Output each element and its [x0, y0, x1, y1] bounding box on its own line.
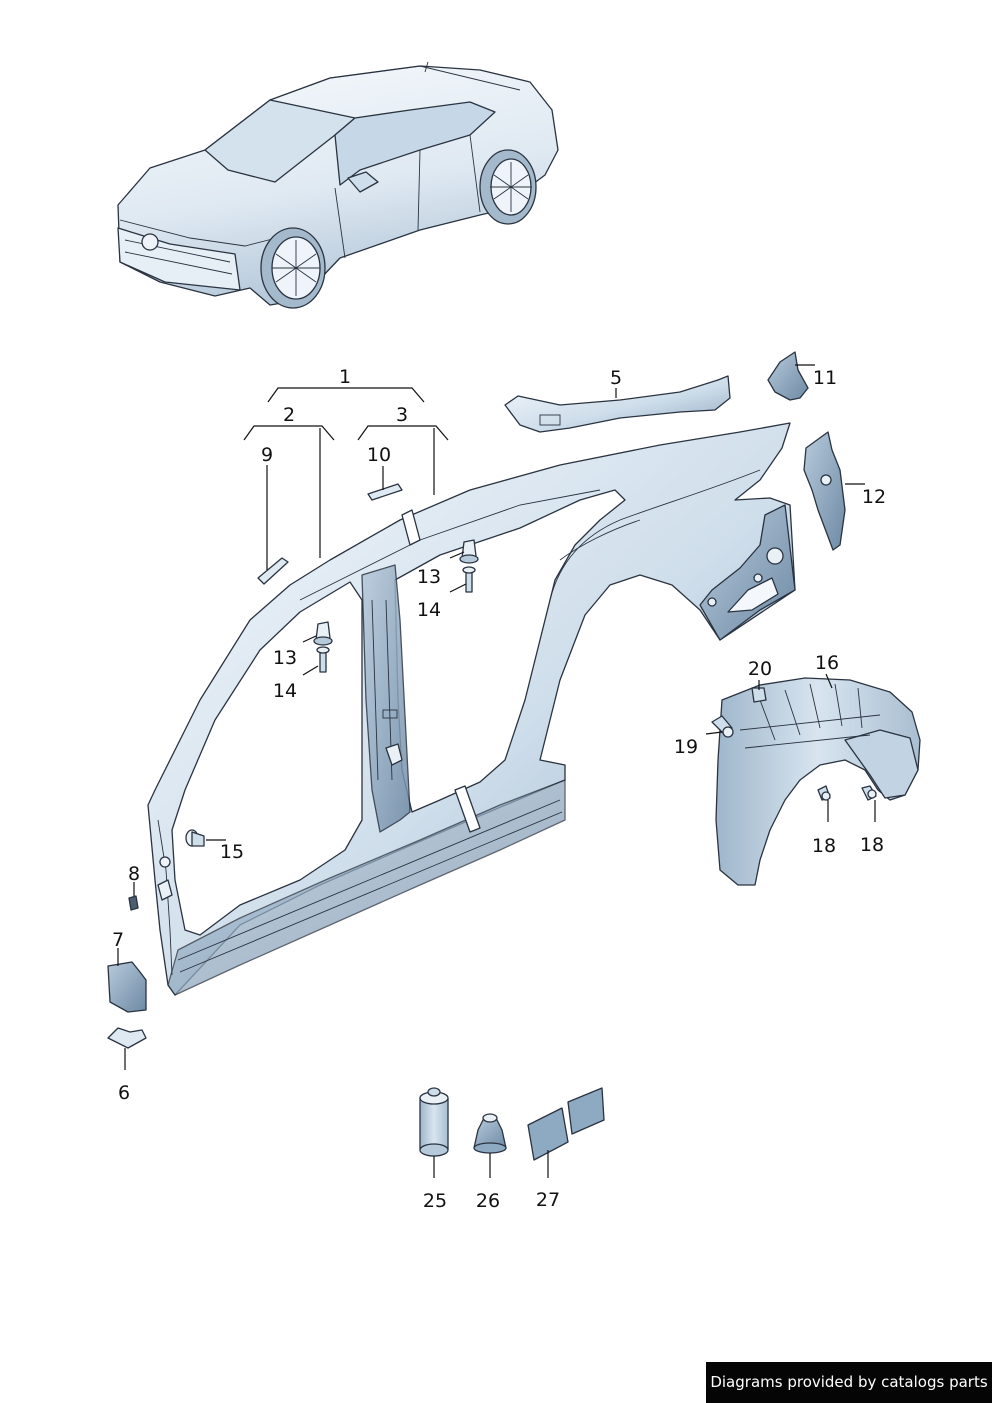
screws-18-19-20	[711, 687, 877, 801]
callout-2: 2	[283, 404, 295, 426]
part-10-trim	[367, 483, 403, 501]
callout-11: 11	[813, 367, 837, 389]
part-5-reinforcement	[504, 375, 731, 433]
callout-9: 9	[261, 444, 273, 466]
part-16-wheelhouse-liner	[715, 677, 921, 886]
callout-20: 20	[748, 658, 772, 680]
callout-19: 19	[674, 736, 698, 758]
part-12-bracket	[803, 431, 846, 551]
callout-1: 1	[339, 366, 351, 388]
callout-12: 12	[862, 486, 886, 508]
callout-labels: 1 2 3 9 10 5 11 12 13 14 13 14 15 8 7 6 …	[112, 366, 886, 1212]
callout-5: 5	[610, 367, 622, 389]
callout-13-a: 13	[273, 647, 297, 669]
callout-3: 3	[396, 404, 408, 426]
callout-26: 26	[476, 1190, 500, 1212]
callout-27: 27	[536, 1189, 560, 1211]
part-15-plug	[185, 829, 205, 847]
callout-14-b: 14	[417, 599, 441, 621]
part-11-bracket	[767, 351, 809, 401]
callout-7: 7	[112, 929, 124, 951]
part-27-pads	[527, 1087, 605, 1161]
callout-10: 10	[367, 444, 391, 466]
callout-16: 16	[815, 652, 839, 674]
part-8-clip	[128, 895, 139, 911]
fasteners-13-14-b	[459, 539, 479, 593]
fasteners-13-14-a	[313, 621, 333, 673]
leader-lines	[117, 364, 876, 1178]
part-7-bracket	[107, 961, 147, 1013]
part-6-clip	[107, 1027, 147, 1049]
part-25-foam	[419, 1087, 449, 1157]
car-overview-illustration	[117, 61, 559, 309]
callout-8: 8	[128, 863, 140, 885]
callout-18-b: 18	[860, 834, 884, 856]
callout-18-a: 18	[812, 835, 836, 857]
callout-25: 25	[423, 1190, 447, 1212]
part-9-trim	[257, 557, 289, 585]
callout-6: 6	[118, 1082, 130, 1104]
side-panel-outer	[147, 422, 796, 996]
credit-banner: Diagrams provided by catalogs parts	[706, 1362, 992, 1403]
callout-13-b: 13	[417, 566, 441, 588]
part-26-grommet	[473, 1113, 507, 1154]
callout-15: 15	[220, 841, 244, 863]
callout-14-a: 14	[273, 680, 297, 702]
